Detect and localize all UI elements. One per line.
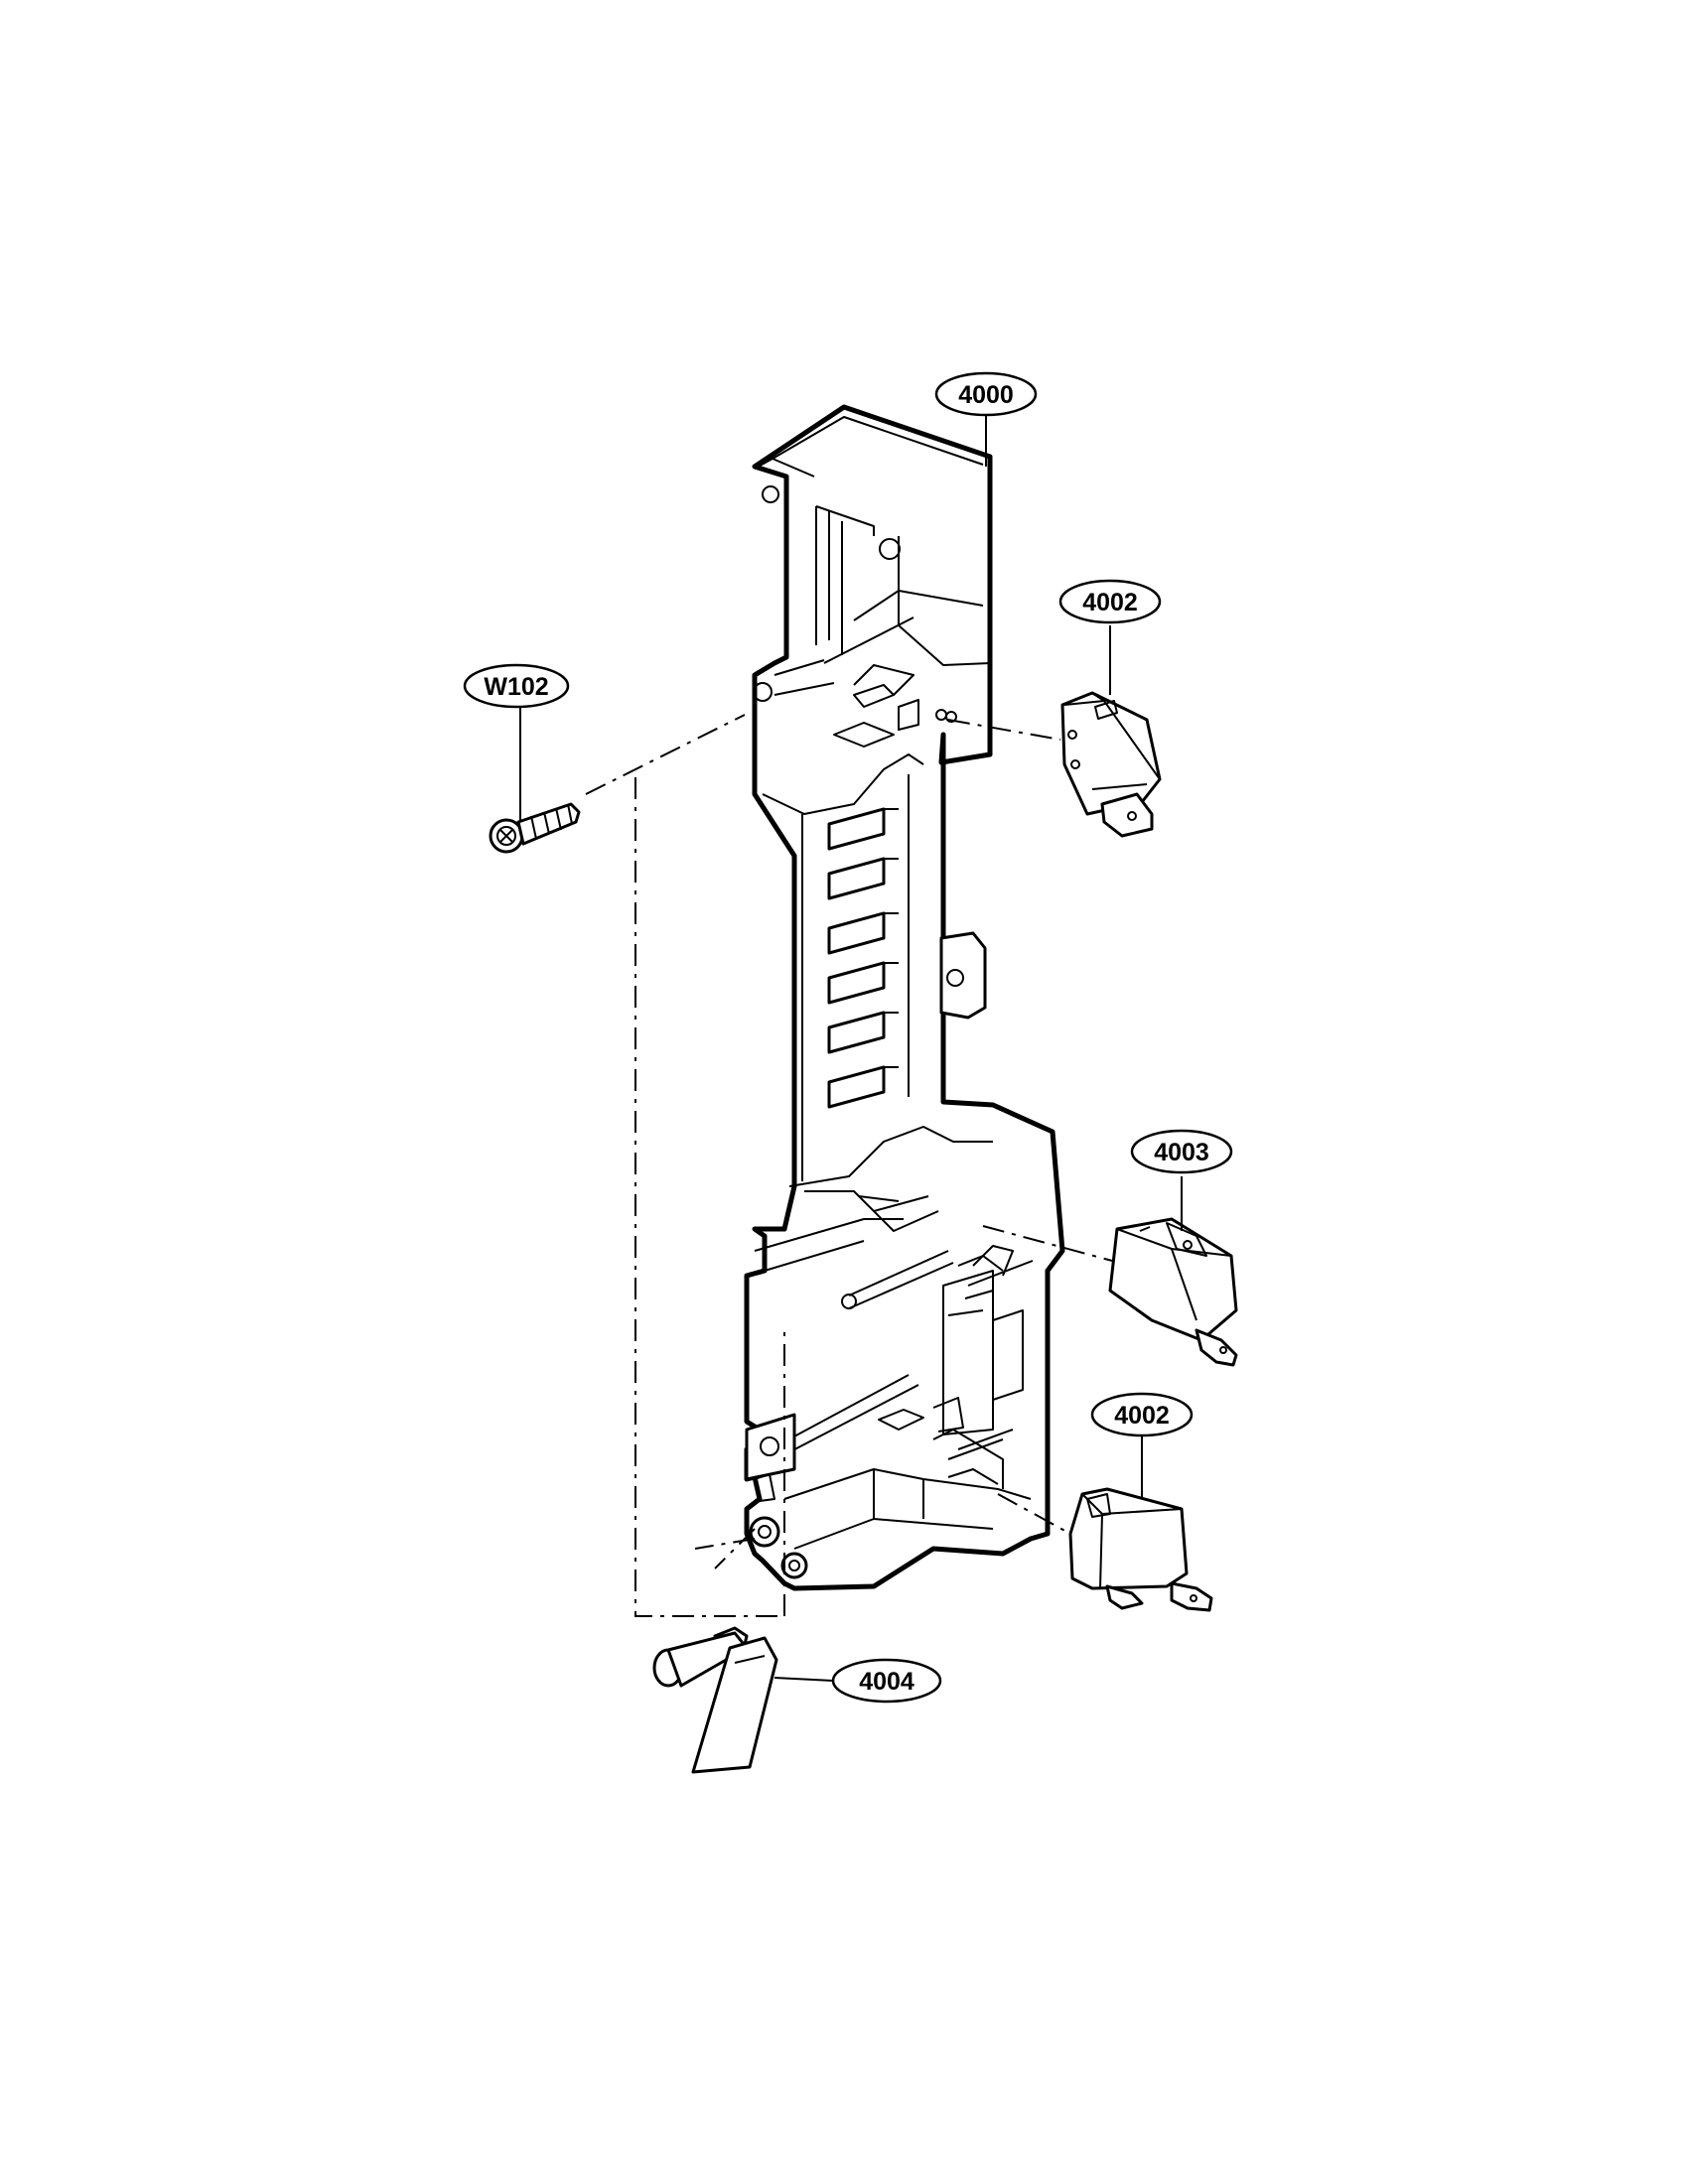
- micro-switch-upper: [1060, 691, 1162, 838]
- callout-label: 4004: [859, 1668, 914, 1696]
- assembly-lines: [585, 714, 1113, 1617]
- latch-lever: [652, 1626, 778, 1774]
- callout-4004: 4004: [831, 1658, 942, 1704]
- callout-4002-lower: 4002: [1090, 1392, 1194, 1437]
- micro-switch-middle: [1108, 1217, 1238, 1367]
- callout-4000: 4000: [934, 371, 1038, 417]
- leader-lines: [519, 415, 1183, 1682]
- micro-switch-lower: [1068, 1487, 1213, 1612]
- callout-4002-upper: 4002: [1058, 579, 1162, 624]
- callout-label: 4002: [1114, 1402, 1170, 1430]
- callout-label: 4002: [1082, 589, 1138, 616]
- door-latch-bracket: [744, 404, 1065, 1591]
- screw: [489, 802, 581, 854]
- callout-label: 4003: [1154, 1139, 1209, 1166]
- bracket-ribs: [827, 807, 899, 1109]
- callout-label: 4000: [958, 381, 1014, 409]
- callout-label: W102: [484, 673, 548, 701]
- callout-W102: W102: [463, 663, 570, 709]
- callout-4003: 4003: [1130, 1129, 1233, 1174]
